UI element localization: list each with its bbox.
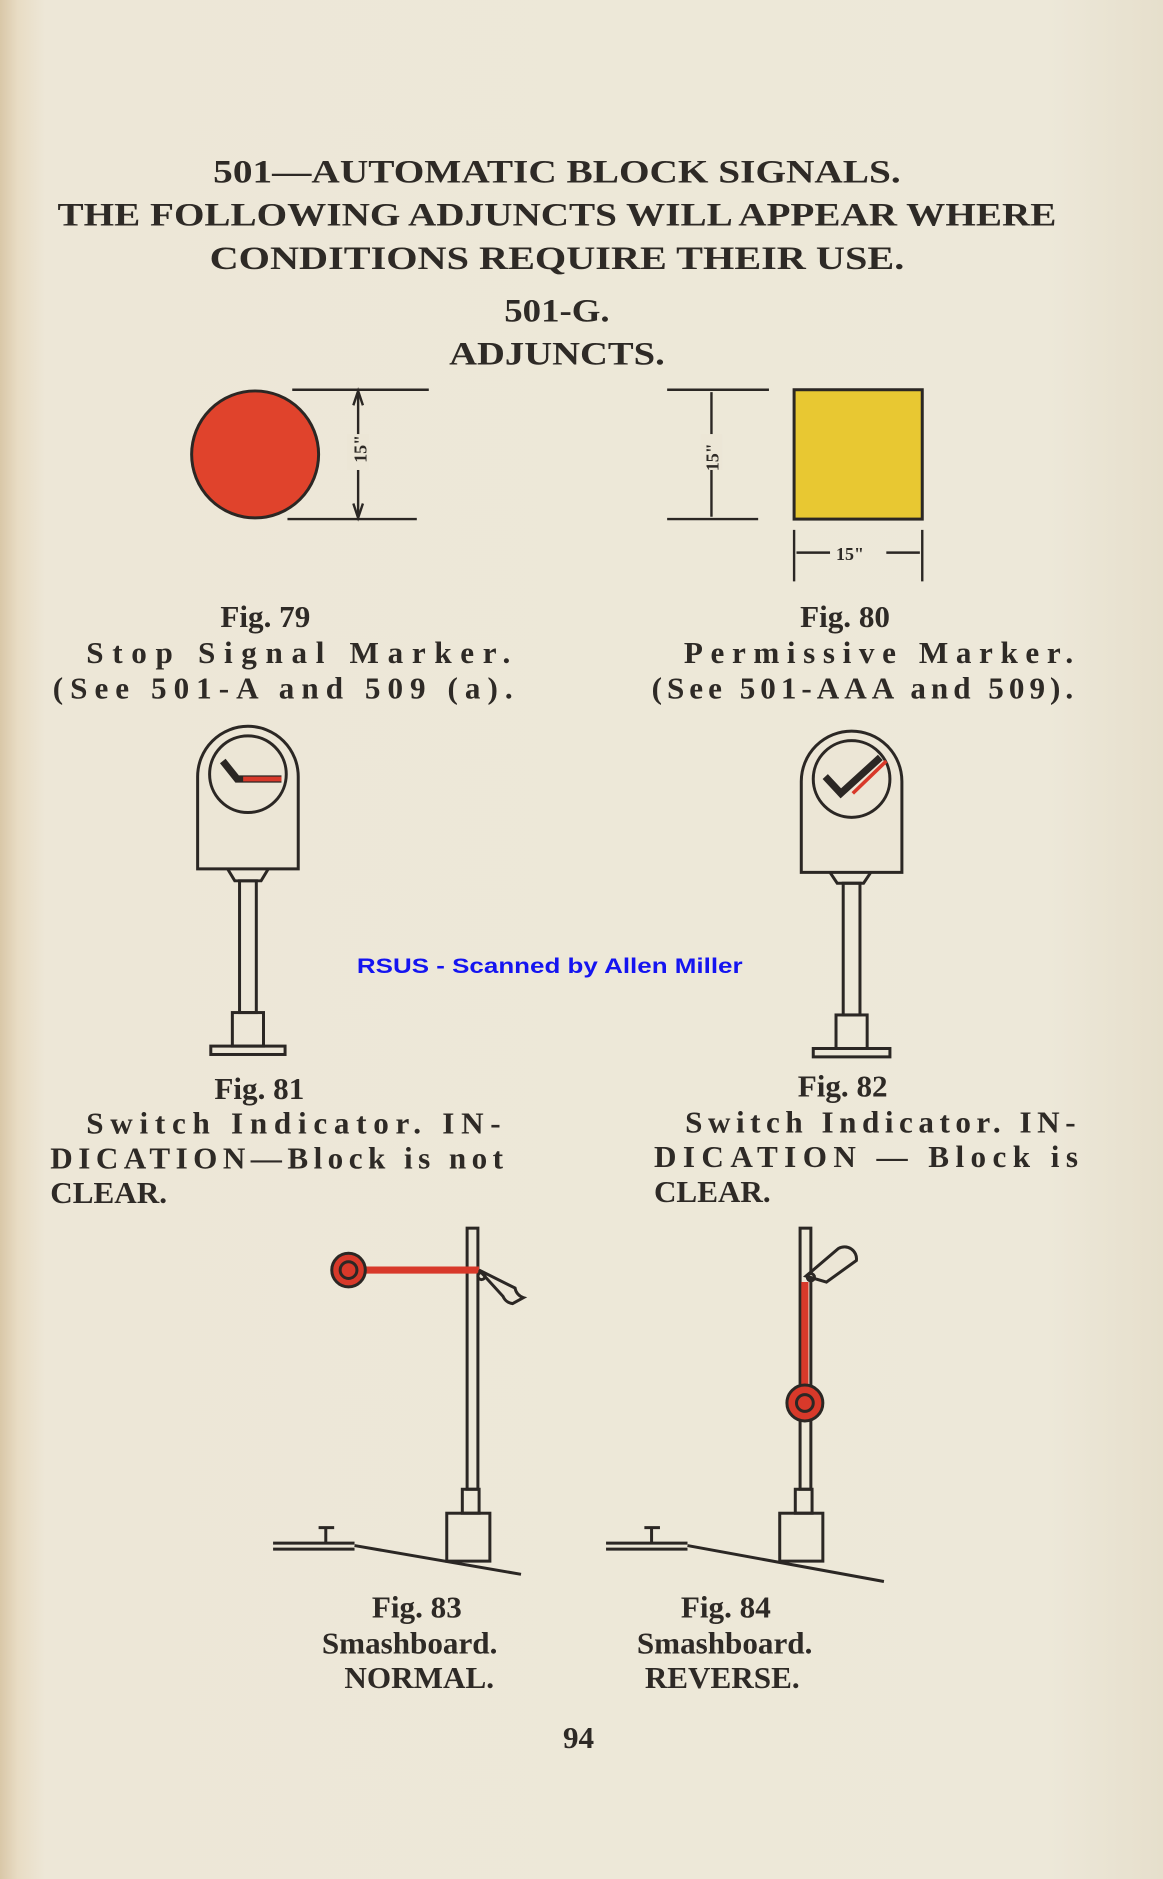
fig-79-label: Fig. 79 (220, 599, 310, 634)
fig-80-caption-2: (See 501-AAA and 509). (652, 671, 1074, 706)
fig-82-caption-3: CLEAR. (654, 1174, 771, 1209)
fig-81-caption-3: CLEAR. (50, 1175, 167, 1210)
fig-84-label: Fig. 84 (681, 1589, 771, 1624)
fig-79-caption-2: (See 501-A and 509 (a). (53, 671, 513, 706)
heading-line-3: CONDITIONS REQUIRE THEIR USE. (210, 240, 905, 276)
fig-83-caption-1: Smashboard. (322, 1625, 498, 1660)
fig-82-caption-1: Switch Indicator. IN- (685, 1104, 1075, 1139)
fig-81-caption-1: Switch Indicator. IN- (86, 1106, 500, 1141)
fig-82-caption-2: DICATION — Block is (654, 1139, 1078, 1174)
smashboard-normal-figure (273, 1226, 528, 1576)
permissive-marker-figure: 15" 15" (667, 388, 924, 582)
fig-81-label: Fig. 81 (214, 1071, 304, 1106)
marker-height-label: 15" (703, 443, 723, 471)
fig-82-label: Fig. 82 (798, 1068, 888, 1103)
fig-84-caption-1: Smashboard. (637, 1625, 813, 1660)
section-subtitle: ADJUNCTS. (449, 336, 665, 372)
fig-84-caption-2: REVERSE. (645, 1660, 800, 1695)
fig-83-caption-2: NORMAL. (344, 1660, 494, 1695)
fig-83-label: Fig. 83 (372, 1589, 462, 1624)
switch-indicator-clear-figure (799, 729, 904, 1059)
fig-81-caption-2: DICATION—Block is not (50, 1140, 503, 1175)
heading-line-1: 501—AUTOMATIC BLOCK SIGNALS. (213, 154, 900, 190)
heading-line-2: THE FOLLOWING ADJUNCTS WILL APPEAR WHERE (57, 197, 1056, 233)
switch-indicator-not-clear-figure (196, 724, 300, 1056)
scan-watermark: RSUS - Scanned by Allen Miller (357, 953, 743, 978)
fig-80-label: Fig. 80 (800, 599, 890, 634)
page-number: 94 (563, 1720, 594, 1755)
marker-width-label: 15" (836, 544, 864, 564)
fig-79-caption-1: Stop Signal Marker. (86, 635, 510, 670)
fig-80-caption-1: Permissive Marker. (684, 635, 1073, 670)
stop-signal-marker-figure: 15" (190, 387, 429, 522)
marker-diameter-label: 15" (351, 435, 371, 463)
rule-number: 501-G. (504, 292, 609, 328)
smashboard-reverse-figure (606, 1226, 885, 1583)
